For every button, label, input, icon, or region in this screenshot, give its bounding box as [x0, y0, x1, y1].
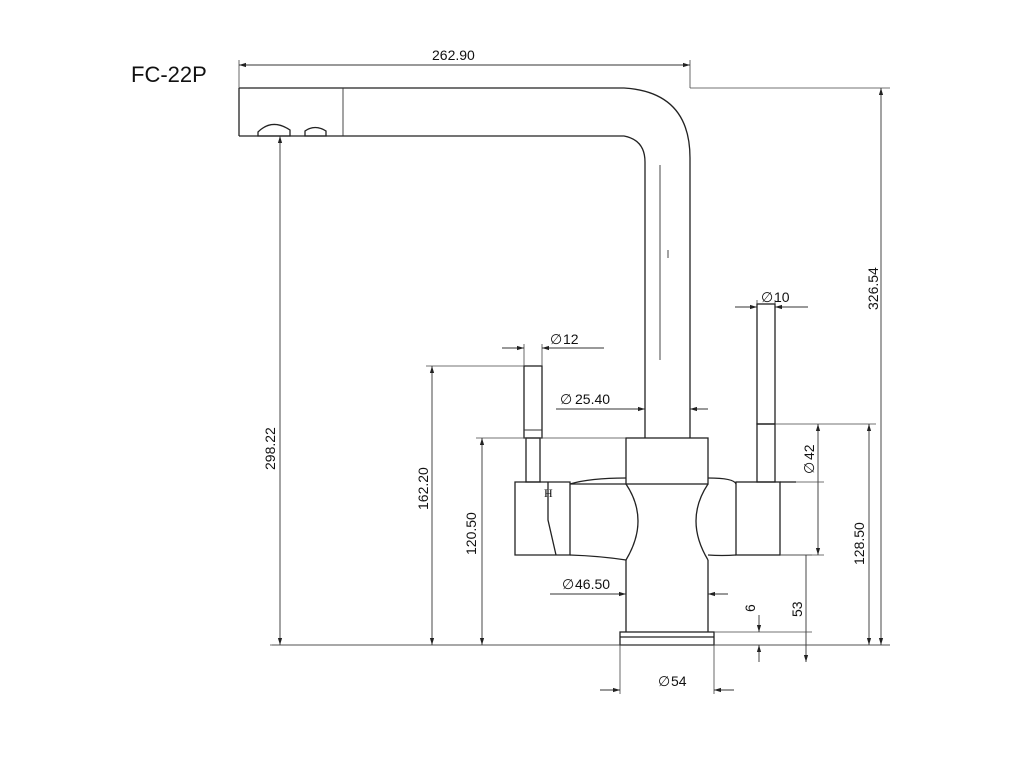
dim-body-dia-symbol: ∅	[562, 576, 574, 592]
dim-left-handle-dia: 12	[563, 331, 579, 347]
dim-right-handle-dia-symbol: ∅	[761, 289, 773, 305]
dim-left-handle-height: 162.20	[415, 467, 431, 510]
base-plate	[619, 631, 715, 646]
dim-right-collar-dia: 42	[801, 444, 817, 460]
aerator	[257, 123, 291, 137]
right-handle-body	[735, 481, 781, 556]
left-handle-lever	[523, 365, 543, 439]
left-handle-body	[514, 481, 571, 556]
dimension-lines	[238, 60, 890, 694]
model-title: FC-22P	[131, 62, 207, 87]
dim-left-body-height: 120.50	[463, 512, 479, 555]
dim-body-to-base: 53	[789, 601, 805, 617]
dim-right-handle-dia: 10	[774, 289, 790, 305]
faucet-outline: H	[238, 87, 796, 646]
dim-base-dia: 54	[671, 673, 687, 689]
dim-spout-dia: 25.40	[575, 391, 610, 407]
dim-spout-reach: 262.90	[432, 47, 475, 63]
right-handle-lever	[756, 303, 776, 425]
dim-total-height: 326.54	[865, 267, 881, 310]
central-body	[625, 437, 709, 485]
dim-left-handle-dia-symbol: ∅	[550, 331, 562, 347]
dimension-labels: 262.90 326.54 298.22 162.20 120.50 128.5…	[262, 47, 881, 689]
dim-base-thickness: 6	[742, 604, 758, 612]
dim-right-body-height: 128.50	[851, 522, 867, 565]
dim-spout-dia-symbol: ∅	[560, 391, 572, 407]
hot-mark: H	[544, 486, 553, 500]
spout-arm	[239, 87, 691, 438]
dim-base-dia-symbol: ∅	[658, 673, 670, 689]
dim-spout-height: 298.22	[262, 427, 278, 470]
dim-body-dia: 46.50	[575, 576, 610, 592]
dim-right-collar-dia-symbol: ∅	[801, 462, 817, 474]
